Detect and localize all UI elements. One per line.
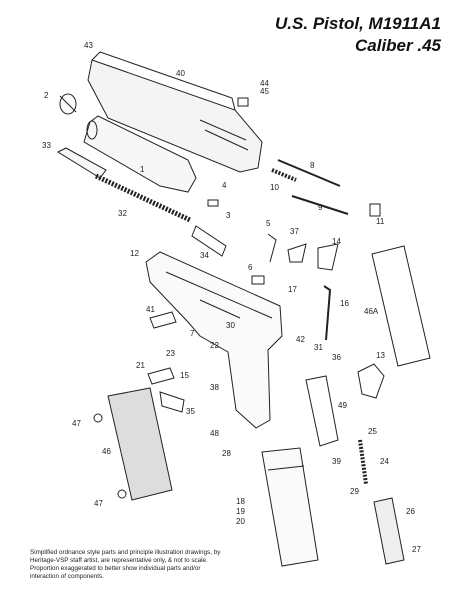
sear-spring-part [323, 285, 332, 341]
part-label: 41 [146, 305, 155, 314]
part-label: 49 [338, 401, 347, 410]
part-label: 22 [210, 341, 219, 350]
part-label: 7 [190, 329, 195, 338]
part-label: 46 [102, 447, 111, 456]
part-label: 27 [412, 545, 421, 554]
barrel-part [83, 115, 197, 193]
part-label: 21 [136, 361, 145, 370]
housing-part [373, 497, 405, 565]
grip-safety-part [305, 375, 339, 447]
title-line-1: U.S. Pistol, M1911A1 [275, 14, 441, 33]
part-label: 15 [180, 371, 189, 380]
title-line-2: Caliber .45 [355, 36, 441, 55]
part-label: 20 [236, 517, 245, 526]
part-label: 26 [406, 507, 415, 516]
extractor-part [277, 159, 341, 187]
part-label: 6 [248, 263, 253, 272]
part-label: 42 [296, 335, 305, 344]
part-label: 46A [364, 307, 379, 316]
part-label: 43 [84, 41, 93, 50]
part-label: 3 [226, 211, 231, 220]
part-label: 24 [380, 457, 389, 466]
part-label: 18 [236, 497, 245, 506]
disclaimer-note: Simplified ordnance style parts and prin… [30, 549, 221, 580]
plug-part [56, 147, 107, 179]
part-label: 19 [236, 507, 245, 516]
firing-pin-part [291, 195, 349, 215]
part-label: 28 [222, 449, 231, 458]
part-label: 33 [42, 141, 51, 150]
spring-guide-part [191, 225, 227, 257]
part-label: 9 [318, 203, 323, 212]
part-label: 14 [332, 237, 341, 246]
part-label: 29 [350, 487, 359, 496]
part-label: 11 [376, 217, 385, 226]
part-label: 5 [266, 219, 271, 228]
part-label: 44 [260, 79, 269, 88]
part-label: 47 [72, 419, 81, 428]
part-label: 30 [226, 321, 235, 330]
magazine-part [261, 447, 319, 567]
part-label: 17 [288, 285, 297, 294]
part-label: 37 [290, 227, 299, 236]
mainspring-part [358, 439, 368, 485]
frame-part [145, 251, 283, 429]
part-label: 2 [44, 91, 49, 100]
part-label: 10 [270, 183, 279, 192]
part-label: 48 [210, 429, 219, 438]
part-label: 32 [118, 209, 127, 218]
slide-part [87, 59, 263, 173]
part-label: 23 [166, 349, 175, 358]
safety-lock-part [159, 391, 185, 413]
hammer-part [357, 363, 385, 399]
part-label: 31 [314, 343, 323, 352]
part-label: 1 [140, 165, 145, 174]
part-label: 39 [332, 457, 341, 466]
part-label: 34 [200, 251, 209, 260]
part-label: 38 [210, 383, 219, 392]
slide-stop-part [149, 311, 177, 329]
part-label: 25 [368, 427, 377, 436]
part-label: 35 [186, 407, 195, 416]
part-label: 8 [310, 161, 315, 170]
left-grip-part [107, 387, 173, 501]
part-label: 12 [130, 249, 139, 258]
part-label: 45 [260, 87, 269, 96]
part-label: 13 [376, 351, 385, 360]
part-label: 36 [332, 353, 341, 362]
part-label: 4 [222, 181, 227, 190]
right-grip-part [371, 245, 431, 367]
grip-screw-bottom [117, 489, 127, 499]
part-label: 40 [176, 69, 185, 78]
part-label: 16 [340, 299, 349, 308]
magazine-catch-part [147, 367, 175, 385]
grip-screw-top [93, 413, 103, 423]
part-label: 47 [94, 499, 103, 508]
firing-pin-spring-part [271, 168, 297, 182]
